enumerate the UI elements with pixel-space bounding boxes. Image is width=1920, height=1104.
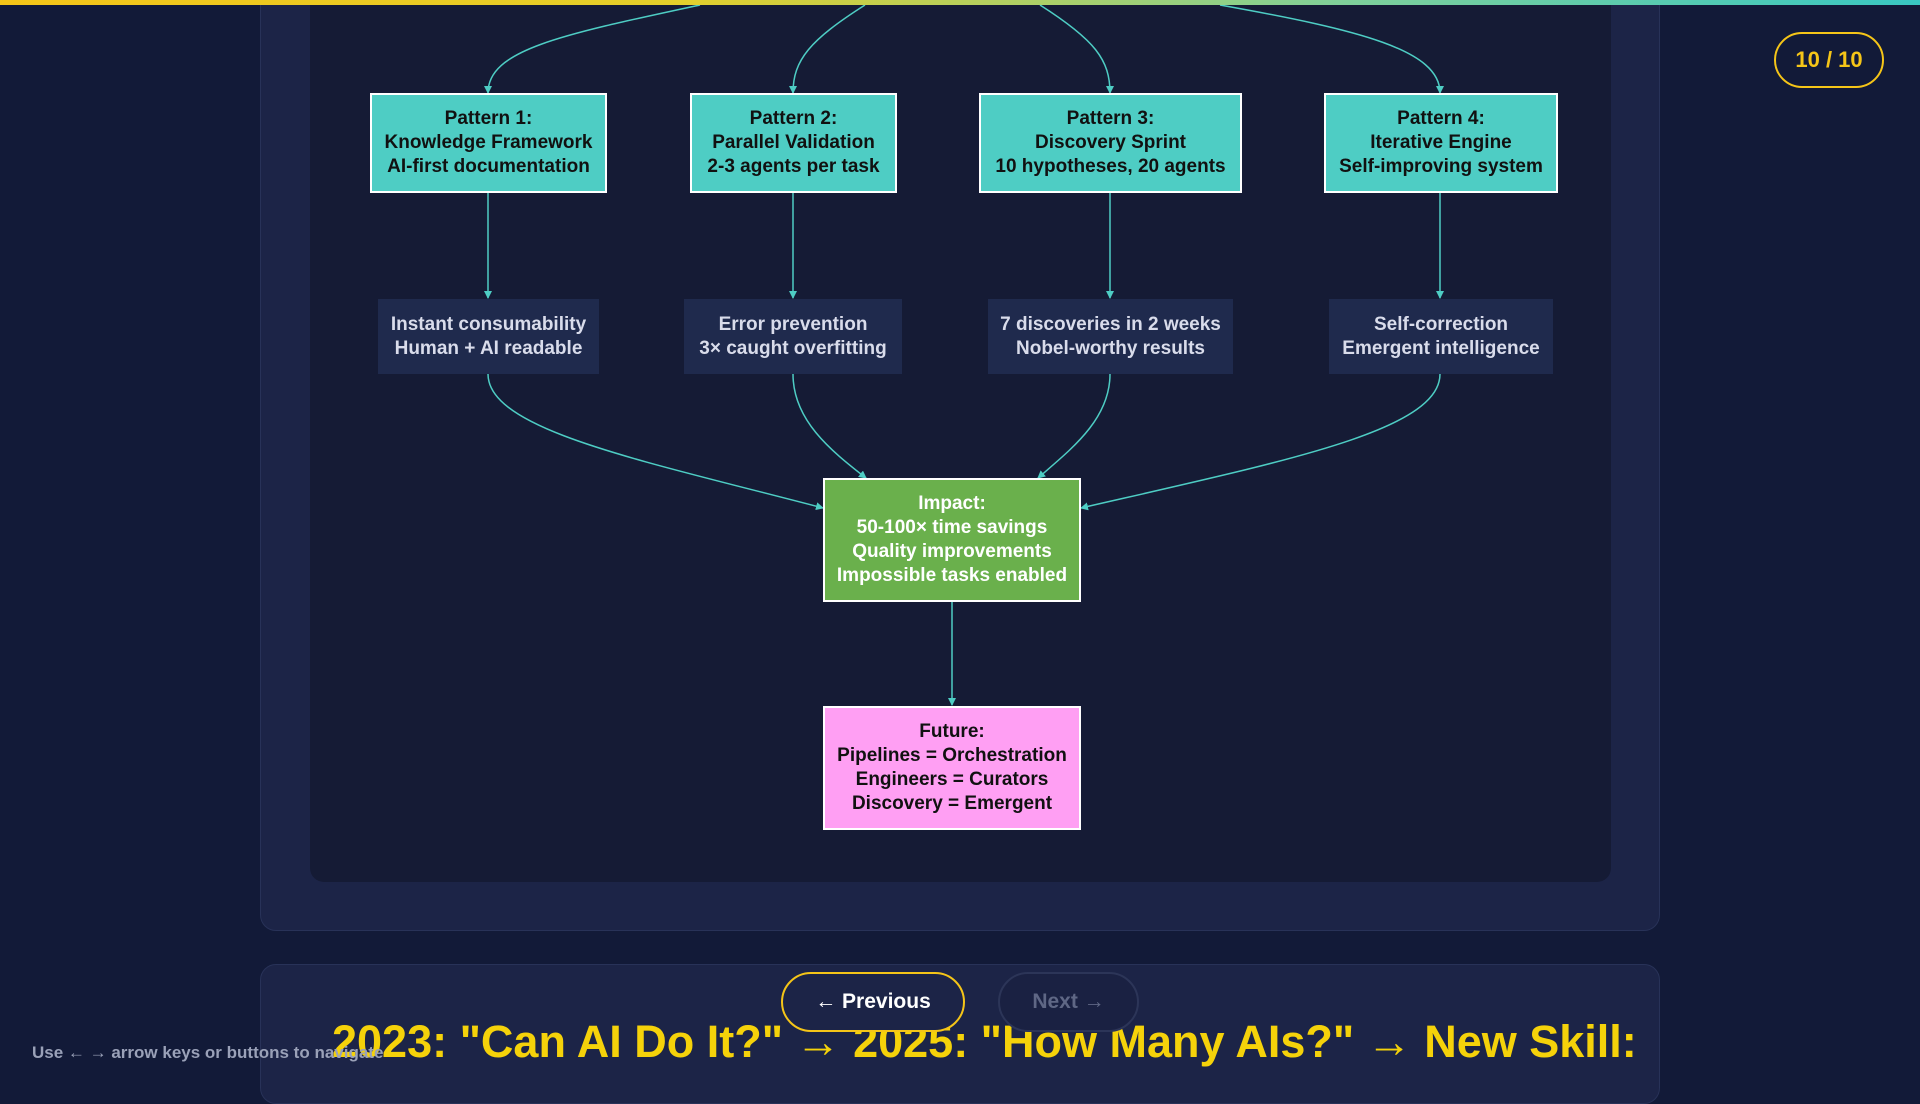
outcome-1-line-1: Instant consumability — [390, 313, 587, 335]
pattern-3-title: Pattern 3: — [1066, 108, 1155, 129]
impact-title: Impact: — [918, 493, 986, 514]
pattern-3-detail: 10 hypotheses, 20 agents — [995, 156, 1226, 177]
edge-root-pattern-2 — [789, 4, 866, 94]
pattern-1-node: Pattern 1: Knowledge Framework AI-first … — [370, 93, 607, 193]
pattern-4-title: Pattern 4: — [1397, 108, 1485, 129]
outcome-2-node: Error prevention 3× caught overfitting — [684, 299, 902, 374]
outcome-3-node: 7 discoveries in 2 weeks Nobel-worthy re… — [988, 299, 1233, 374]
outcome-1-line-2: Human + AI readable — [394, 337, 583, 359]
future-line-3: Discovery = Emergent — [851, 793, 1053, 814]
future-node: Future: Pipelines = Orchestration Engine… — [823, 706, 1081, 830]
outcome-3-line-1: 7 discoveries in 2 weeks — [1000, 313, 1221, 335]
outcome-2-line-2: 3× caught overfitting — [699, 337, 887, 359]
pattern-1-detail: AI-first documentation — [387, 156, 590, 177]
pattern-3-name: Discovery Sprint — [1035, 132, 1186, 153]
pattern-3-node: Pattern 3: Discovery Sprint 10 hypothese… — [979, 93, 1242, 193]
pattern-4-name: Iterative Engine — [1370, 132, 1512, 153]
section-headline: 2023: "Can AI Do It?" → 2025: "How Many … — [332, 1016, 1637, 1067]
edge-root-pattern-3 — [1039, 4, 1114, 94]
progress-bar — [0, 0, 1920, 5]
pattern-1-name: Knowledge Framework — [384, 132, 593, 153]
impact-line-3: Impossible tasks enabled — [836, 565, 1068, 586]
future-line-2: Engineers = Curators — [855, 769, 1049, 790]
edge-root-pattern-1 — [484, 4, 701, 94]
edge-root-pattern-4 — [1219, 4, 1444, 94]
edge-outcome-impact-4 — [1080, 373, 1441, 511]
edge-outcome-impact-3 — [1037, 373, 1111, 479]
future-line-1: Pipelines = Orchestration — [837, 745, 1067, 766]
pattern-2-title: Pattern 2: — [749, 108, 838, 129]
edge-outcome-impact-2 — [792, 373, 867, 479]
diagram-edges — [484, 4, 1444, 706]
outcome-1-node: Instant consumability Human + AI readabl… — [378, 299, 599, 374]
impact-line-1: 50-100× time savings — [856, 517, 1048, 538]
pattern-1-title: Pattern 1: — [444, 108, 533, 129]
pattern-4-node: Pattern 4: Iterative Engine Self-improvi… — [1324, 93, 1558, 193]
outcome-4-line-2: Emergent intelligence — [1342, 337, 1540, 359]
outcome-2-line-1: Error prevention — [718, 313, 868, 335]
outcome-4-line-1: Self-correction — [1373, 313, 1509, 335]
next-button[interactable]: Next → — [998, 972, 1139, 1032]
impact-line-2: Quality improvements — [852, 541, 1052, 562]
keyboard-hint: Use ← → arrow keys or buttons to navigat… — [32, 1043, 384, 1062]
impact-node: Impact: 50-100× time savings Quality imp… — [823, 478, 1081, 602]
edge-outcome-impact-1 — [487, 373, 824, 511]
outcome-4-node: Self-correction Emergent intelligence — [1329, 299, 1553, 374]
pattern-2-detail: 2-3 agents per task — [707, 156, 880, 177]
pattern-4-detail: Self-improving system — [1339, 156, 1543, 177]
pattern-2-node: Pattern 2: Parallel Validation 2-3 agent… — [690, 93, 897, 193]
future-title: Future: — [919, 721, 985, 742]
page-counter: 10 / 10 — [1774, 32, 1884, 88]
outcome-3-line-2: Nobel-worthy results — [1016, 337, 1205, 359]
pattern-2-name: Parallel Validation — [712, 132, 875, 153]
previous-button[interactable]: ← Previous — [781, 972, 965, 1032]
